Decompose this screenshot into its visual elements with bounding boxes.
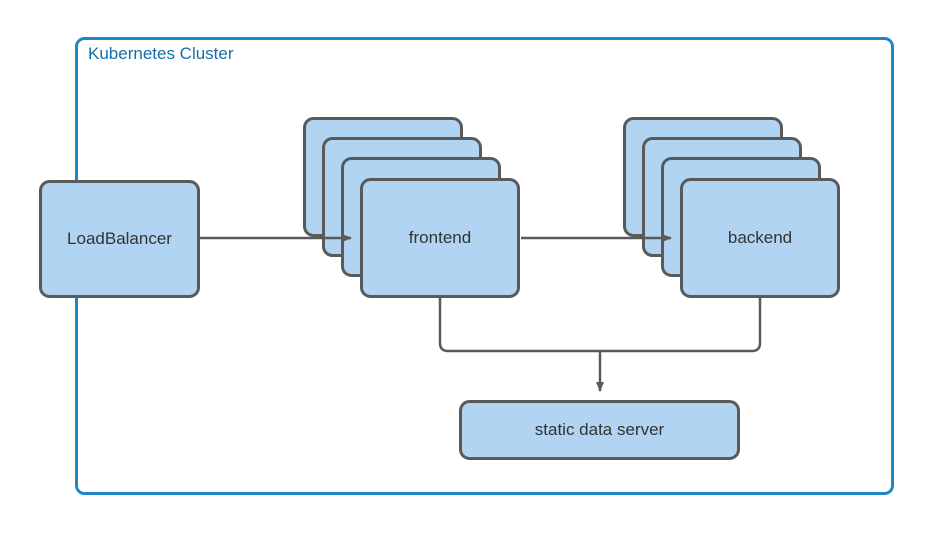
node-backend-shape[interactable] bbox=[680, 178, 840, 298]
node-loadbalancer-shape[interactable] bbox=[39, 180, 200, 298]
edge-backend-to-static bbox=[600, 298, 762, 353]
cluster-title: Kubernetes Cluster bbox=[88, 44, 234, 63]
node-frontend-shape[interactable] bbox=[360, 178, 520, 298]
edge-frontend-to-static bbox=[438, 298, 600, 353]
node-static-data-server-shape[interactable] bbox=[459, 400, 740, 460]
